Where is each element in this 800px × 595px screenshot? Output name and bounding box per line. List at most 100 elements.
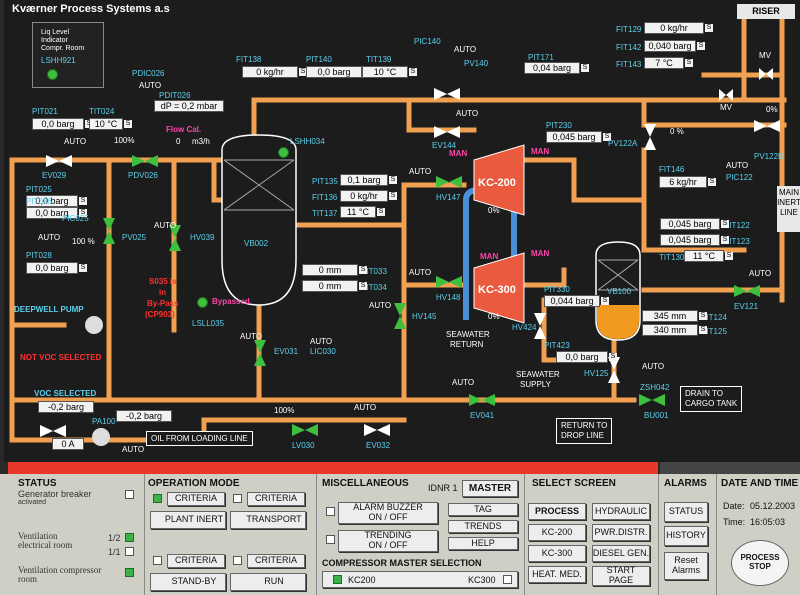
instrument-status-box[interactable]: S [79, 264, 87, 272]
instrument-status-box[interactable]: S [699, 326, 707, 334]
instrument-status-box[interactable]: S [721, 220, 729, 228]
trends-button[interactable]: TRENDS [448, 520, 518, 533]
liquid-level-indicator: Liq Level Indicator Compr. Room LSHH921 [32, 22, 104, 88]
instrument-status-box[interactable]: S [581, 64, 589, 72]
select-pwr-distr-button[interactable]: PWR.DISTR. [592, 524, 650, 541]
instrument-status-box[interactable]: S [389, 192, 397, 200]
select-hydraulic-button[interactable]: HYDRAULIC [592, 503, 650, 520]
current-time: 16:05:03 [750, 517, 786, 527]
kc300-compressor-label: KC-300 [478, 284, 516, 296]
divider [316, 474, 317, 595]
instrument-tag: PIT025 [26, 185, 52, 194]
lshh921-indicator [47, 69, 58, 80]
main-inert-line-label: MAIN INERT LINE [777, 186, 800, 232]
pdic026-label: PDIC026 [132, 69, 165, 78]
voc-pressure-readout: -0,2 barg [38, 401, 94, 413]
vent-elec-status-2 [125, 547, 134, 556]
instrument-status-box[interactable]: S [359, 282, 367, 290]
transport-button[interactable]: TRANSPORT [230, 511, 306, 529]
instrument-status-box[interactable]: S [389, 176, 397, 184]
instrument-status-box[interactable]: S [697, 42, 705, 50]
instrument-status-box[interactable]: S [601, 297, 609, 305]
pump-amp-readout: 0 A [52, 438, 84, 450]
instrument-tag: FIT138 [236, 55, 262, 64]
tag-button[interactable]: TAG [448, 503, 518, 516]
instrument-status-box[interactable]: S [725, 252, 733, 260]
criteria-4-indicator [233, 556, 242, 565]
criteria-2-indicator [233, 494, 242, 503]
instrument-readout: 0,0 barg [32, 118, 84, 130]
instrument-readout: 11 °C [340, 206, 376, 218]
instrument-readout: 6 kg/hr [659, 176, 707, 188]
gen-breaker-status [125, 490, 134, 499]
instrument-status-box[interactable]: S [359, 266, 367, 274]
instrument-tag: LIT125 [702, 327, 727, 336]
select-process-button[interactable]: PROCESS [528, 503, 586, 520]
instrument-status-box[interactable]: S [685, 59, 693, 67]
compressor-selection-bar [322, 571, 518, 588]
alarm-banner-right [660, 462, 800, 474]
instrument-tag: FIT143 [616, 60, 642, 69]
master-button[interactable]: MASTER [462, 480, 518, 497]
criteria-button-1[interactable]: CRITERIA [167, 492, 225, 506]
instrument-status-box[interactable]: S [609, 353, 617, 361]
instrument-status-box[interactable]: S [409, 68, 417, 76]
instrument-status-box[interactable]: S [124, 120, 132, 128]
instrument-readout: 0,045 barg [546, 131, 602, 143]
instrument-tag: FIT136 [312, 193, 338, 202]
select-kc200-button[interactable]: KC-200 [528, 524, 586, 541]
instrument-status-box[interactable]: S [79, 209, 87, 217]
oil-from-loading-arrow: OIL FROM LOADING LINE [146, 431, 253, 446]
kc300-select-indicator[interactable] [503, 575, 512, 584]
instrument-readout: 0,0 barg [306, 66, 362, 78]
instrument-tag: PIT135 [312, 177, 338, 186]
pipe-network [9, 17, 787, 446]
instrument-tag: PIT021 [32, 107, 58, 116]
alarm-status-button[interactable]: STATUS [664, 502, 708, 522]
instrument-readout: 0,0 barg [556, 351, 608, 363]
instrument-tag: LIT124 [702, 313, 727, 322]
instrument-status-box[interactable]: S [721, 236, 729, 244]
instrument-readout: 10 °C [89, 118, 123, 130]
instrument-tag: TIT130 [659, 253, 685, 262]
select-kc300-button[interactable]: KC-300 [528, 545, 586, 562]
line-pressure-readout: -0,2 barg [116, 410, 172, 422]
criteria-button-3[interactable]: CRITERIA [167, 554, 225, 568]
divider [716, 474, 717, 595]
divider [524, 474, 525, 595]
instrument-tag: PIT122 [724, 221, 750, 230]
instrument-readout: 7 °C [644, 57, 684, 69]
instrument-status-box[interactable]: S [705, 24, 713, 32]
select-heat-med-button[interactable]: HEAT. MED. [528, 566, 586, 583]
instrument-status-box[interactable]: S [377, 208, 385, 216]
instrument-tag: PIT171 [528, 53, 554, 62]
instrument-status-box[interactable]: S [299, 68, 307, 76]
instrument-status-box[interactable]: S [603, 133, 611, 141]
standby-button[interactable]: STAND-BY [150, 573, 226, 591]
instrument-status-box[interactable]: S [708, 178, 716, 186]
instrument-tag: PIT026 [26, 197, 52, 206]
instrument-readout: 0 kg/hr [644, 22, 704, 34]
help-button[interactable]: HELP [448, 537, 518, 550]
instrument-tag: FIT142 [616, 43, 642, 52]
plant-inert-button[interactable]: PLANT INERT [150, 511, 226, 529]
instrument-tag: LIT034 [362, 283, 387, 292]
criteria-button-2[interactable]: CRITERIA [247, 492, 305, 506]
criteria-button-4[interactable]: CRITERIA [247, 554, 305, 568]
alarm-history-button[interactable]: HISTORY [664, 526, 708, 546]
instrument-status-box[interactable]: S [699, 312, 707, 320]
instrument-readout: 0,1 barg [340, 174, 388, 186]
instrument-status-box[interactable]: S [79, 197, 87, 205]
run-button[interactable]: RUN [230, 573, 306, 591]
instrument-readout: 0,0 barg [26, 195, 78, 207]
select-diesel-gen-button[interactable]: DIESEL GEN. [592, 545, 650, 562]
instrument-readout: 0 mm [302, 280, 358, 292]
kc200-select-indicator[interactable] [333, 575, 342, 584]
